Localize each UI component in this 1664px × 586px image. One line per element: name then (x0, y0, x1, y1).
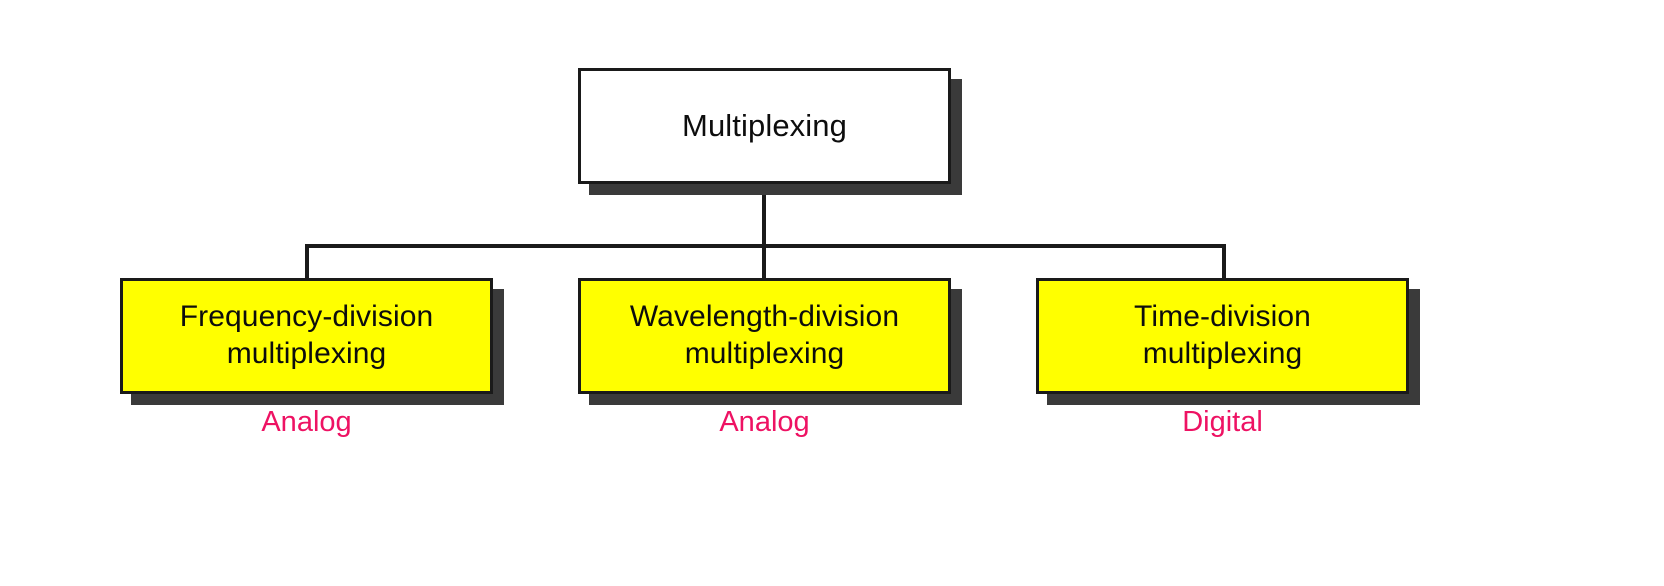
connector-root-stem (762, 184, 766, 248)
caption-time-division: Digital (1182, 406, 1263, 438)
connector-stem-time-division (1222, 244, 1226, 282)
connector-stem-wavelength-division (762, 244, 766, 282)
node-multiplexing-label: Multiplexing (682, 108, 847, 144)
node-wavelength-division-multiplexing-label: Wavelength-division multiplexing (629, 300, 900, 370)
connector-stem-frequency-division (305, 244, 309, 282)
node-frequency-division-multiplexing-label: Frequency-division multiplexing (179, 300, 434, 370)
caption-frequency-division: Analog (261, 406, 352, 438)
caption-wavelength-division: Analog (719, 406, 810, 438)
node-time-division-multiplexing-label: Time-division multiplexing (1134, 300, 1311, 370)
node-frequency-division-multiplexing[interactable]: Frequency-division multiplexing (120, 278, 493, 394)
node-multiplexing[interactable]: Multiplexing (578, 68, 951, 184)
node-time-division-multiplexing[interactable]: Time-division multiplexing (1036, 278, 1409, 394)
node-wavelength-division-multiplexing[interactable]: Wavelength-division multiplexing (578, 278, 951, 394)
